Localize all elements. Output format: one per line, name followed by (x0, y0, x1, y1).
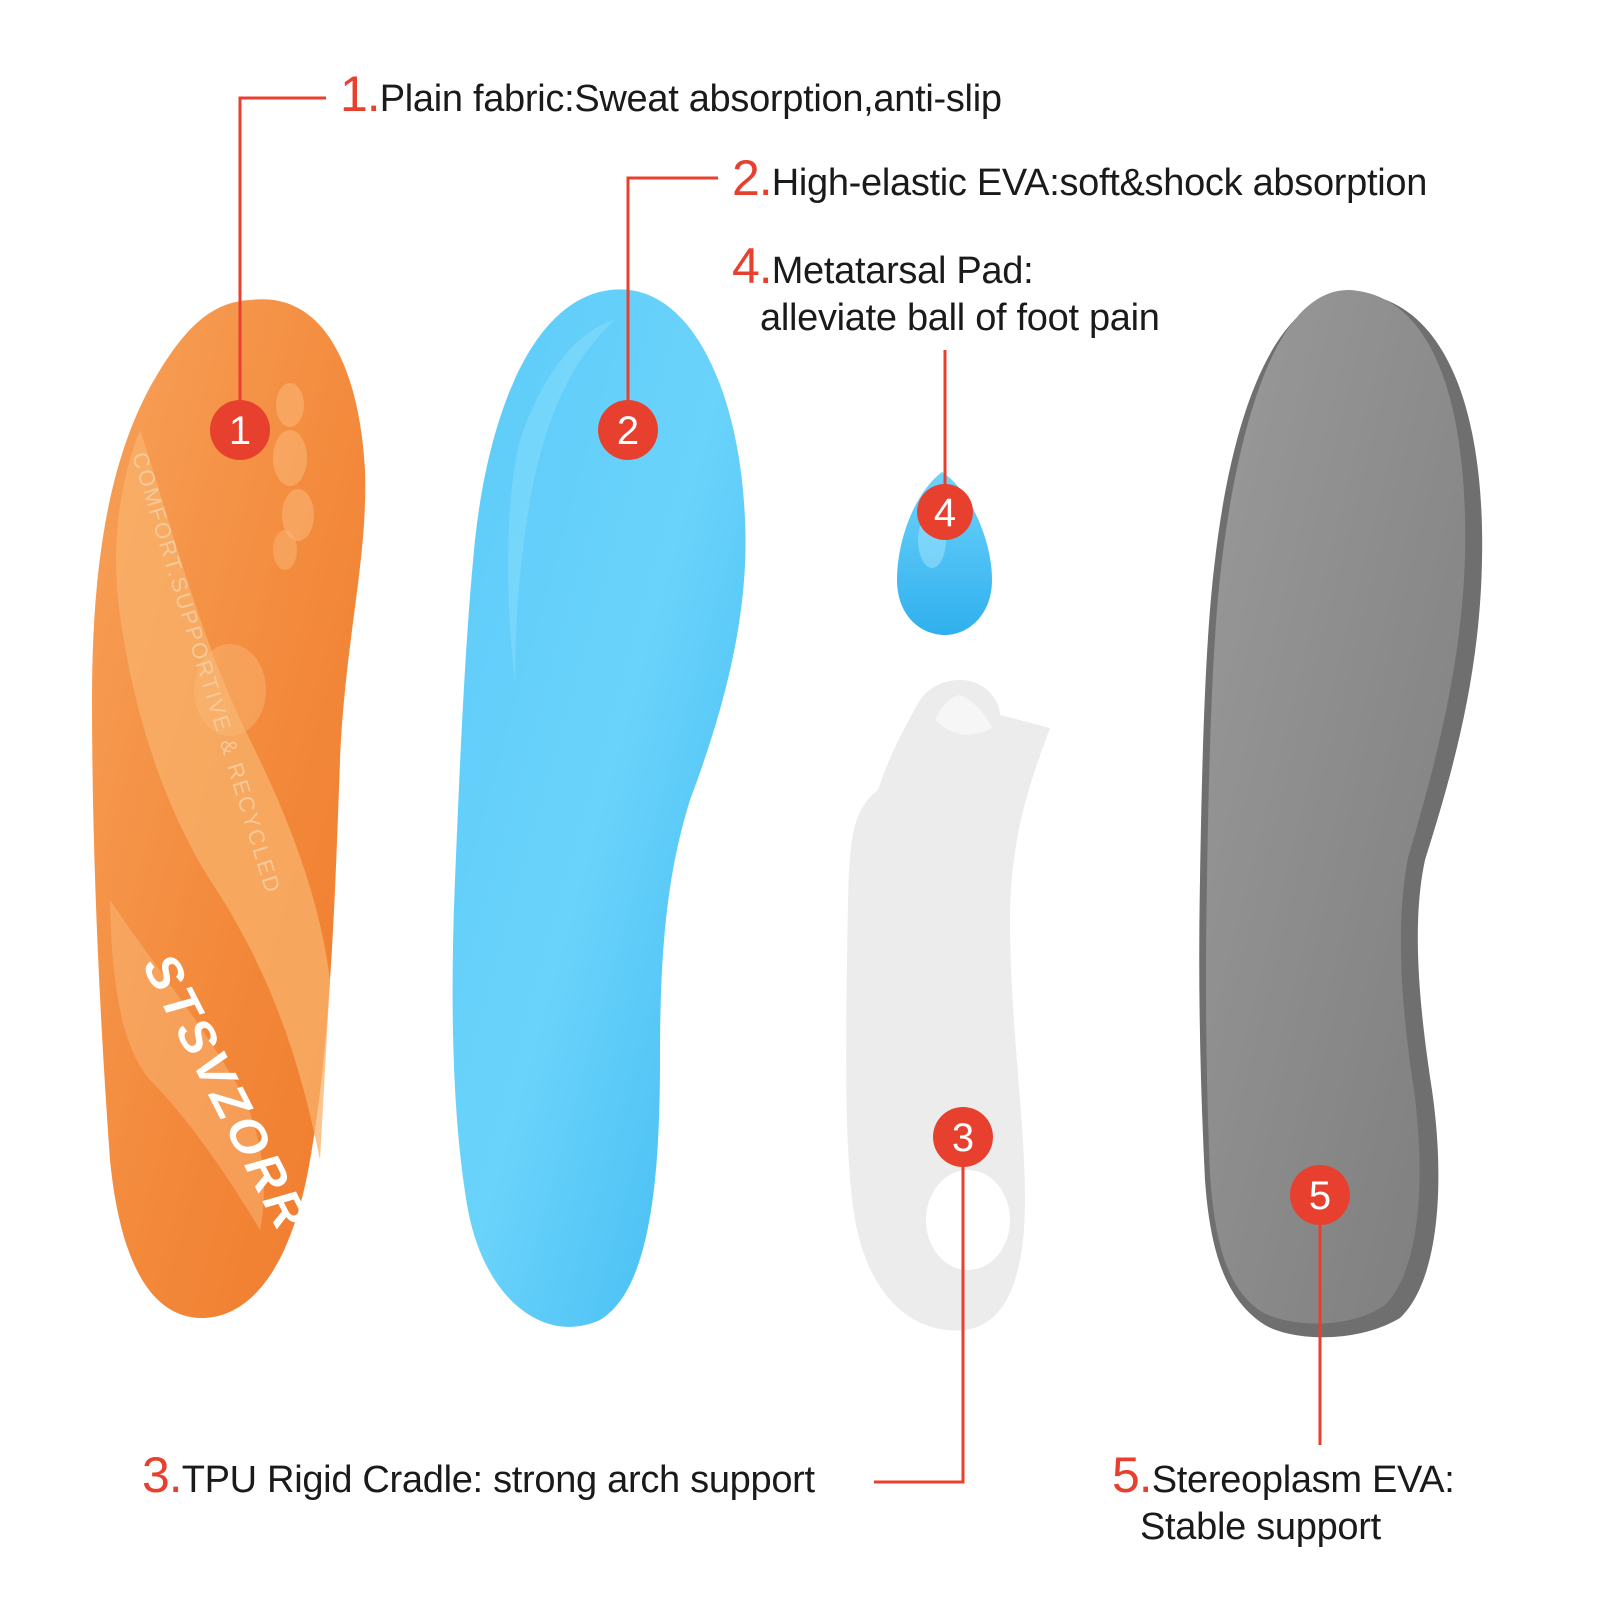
callout-text: TPU Rigid Cradle: strong arch support (181, 1459, 815, 1501)
callout-text: Stereoplasm EVA: (1151, 1459, 1455, 1501)
badge-4: 4 (917, 484, 973, 540)
callout-tpu-cradle: 3.TPU Rigid Cradle: strong arch support (142, 1445, 815, 1505)
badge-3: 3 (933, 1107, 993, 1167)
callout-high-elastic-eva: 2.High-elastic EVA:soft&shock absorption (732, 148, 1427, 208)
callout-number: 1. (340, 66, 381, 122)
badge-5: 5 (1290, 1165, 1350, 1225)
callout-text: High-elastic EVA:soft&shock absorption (771, 162, 1428, 204)
leader-line-3 (874, 1140, 965, 1484)
callout-text: Plain fabric:Sweat absorption,anti-slip (379, 78, 1002, 120)
callout-subtext: Stable support (1140, 1506, 1381, 1548)
leader-line-2 (626, 176, 718, 430)
orange-fabric-insole: COMFORT.SUPPORTIVE & RECYCLED STSVZORR (92, 299, 366, 1319)
blue-eva-layer (452, 289, 746, 1327)
badge-2-number: 2 (617, 409, 639, 453)
callout-number: 2. (732, 150, 773, 206)
badge-1: 1 (210, 400, 270, 460)
callout-subtext: alleviate ball of foot pain (760, 297, 1160, 339)
badge-3-number: 3 (952, 1116, 974, 1160)
gray-stereoplasm-layer (1199, 289, 1483, 1338)
tpu-rigid-cradle (846, 680, 1050, 1331)
callout-metatarsal-pad: 4.Metatarsal Pad: alleviate ball of foot… (732, 236, 1160, 342)
callout-number: 3. (142, 1447, 183, 1503)
leader-line-1 (238, 96, 326, 430)
callout-number: 4. (732, 238, 773, 294)
callout-text: Metatarsal Pad: (771, 250, 1034, 292)
callout-plain-fabric: 1.Plain fabric:Sweat absorption,anti-sli… (340, 64, 1002, 124)
badge-1-number: 1 (229, 409, 251, 453)
badge-2: 2 (598, 400, 658, 460)
badge-5-number: 5 (1309, 1174, 1331, 1218)
leader-lines (238, 96, 1322, 1484)
badge-4-number: 4 (934, 491, 956, 535)
callout-stereoplasm-eva: 5.Stereoplasm EVA: Stable support (1112, 1445, 1455, 1551)
callout-number: 5. (1112, 1447, 1153, 1503)
